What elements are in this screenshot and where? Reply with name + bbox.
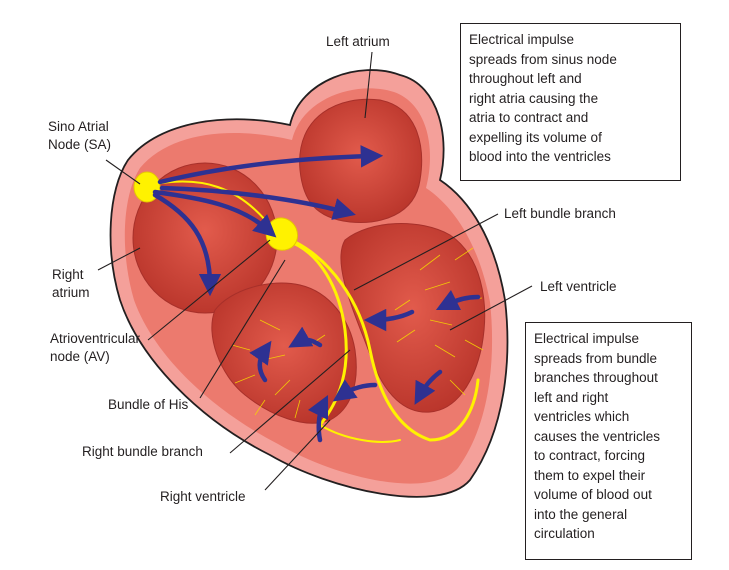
note-top-line: Electrical impulse (469, 32, 575, 47)
note-bottom-line: spreads from bundle (534, 350, 658, 366)
note-bottom-line: to contract, forcing (534, 448, 646, 463)
label-right-atrium-line1: Right (52, 267, 84, 282)
note-top-line: expelling its volume of (469, 129, 602, 145)
label-av-node: Atrioventricular node (AV) (50, 330, 140, 366)
note-bottom-line: causes the ventricles (534, 428, 661, 444)
note-bottom-line: Electrical impulse (534, 331, 640, 346)
note-top-line: atria to contract and (469, 110, 589, 125)
label-sa-line2: Node (SA) (48, 137, 112, 152)
label-sa-node: Sino Atrial Node (SA) (48, 118, 111, 154)
note-bottom-line: left and right (534, 389, 609, 405)
av-node (265, 217, 299, 251)
label-right-atrium-line2: atrium (52, 285, 90, 300)
label-left-ventricle: Left ventricle (540, 279, 617, 294)
label-av-line1: Atrioventricular (50, 331, 141, 346)
note-bottom-line: branches throughout (534, 370, 658, 385)
note-bottom-line: them to expel their (534, 467, 646, 483)
label-left-atrium: Left atrium (326, 34, 390, 49)
note-bottom-line: circulation (534, 526, 595, 541)
note-ventricular-contraction: Electrical impulse spreads from bundle b… (525, 322, 692, 560)
note-top-line: blood into the ventricles (469, 149, 611, 164)
label-bundle-of-his: Bundle of His (108, 397, 189, 412)
note-bottom-line: ventricles which (534, 409, 630, 424)
note-bottom-line: into the general (534, 506, 628, 522)
note-bottom-line: volume of blood out (534, 487, 652, 502)
leader-lines (97, 51, 533, 491)
note-atrial-contraction: Electrical impulse spreads from sinus no… (460, 23, 681, 181)
label-right-bundle-branch: Right bundle branch (82, 444, 203, 459)
label-right-ventricle: Right ventricle (160, 489, 246, 504)
note-top-line: spreads from sinus node (469, 51, 617, 67)
impulse-arrows (152, 145, 481, 443)
label-right-atrium: Right atrium (52, 266, 90, 302)
left-ventricle-chamber (340, 223, 486, 413)
note-top-line: throughout left and (469, 71, 582, 86)
label-av-line2: node (AV) (50, 349, 110, 364)
label-sa-line1: Sino Atrial (48, 119, 109, 134)
label-left-bundle-branch: Left bundle branch (504, 206, 616, 221)
note-top-line: right atria causing the (469, 90, 599, 106)
